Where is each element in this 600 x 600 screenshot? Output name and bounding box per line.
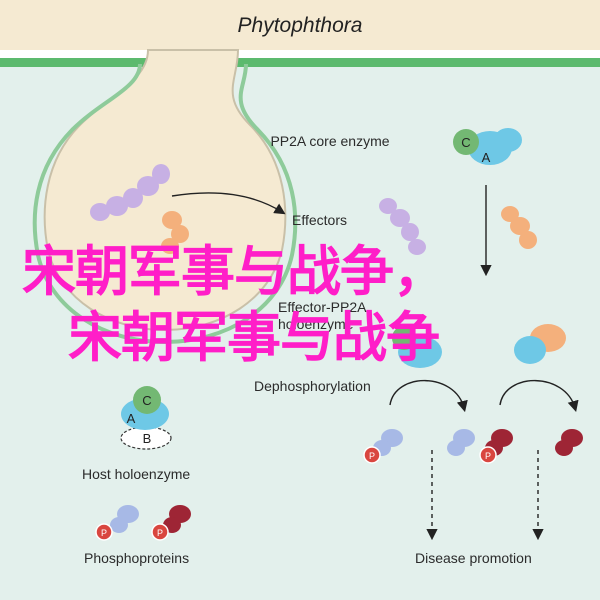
- phospho-p-label-1: P: [369, 451, 375, 461]
- disease-promotion-label: Disease promotion: [415, 550, 532, 566]
- effector-purple-in-haustorium: [90, 164, 170, 221]
- phosphoprotein-red-right: [555, 429, 583, 456]
- extrahaustorial-membrane: [32, 63, 298, 345]
- phosphoprotein-blue-right: [447, 429, 475, 456]
- dephosphorylation-arrow-left: [389, 379, 468, 413]
- overlay-text-line1: 宋朝军事与战争，: [22, 240, 447, 303]
- host-membrane-right: [236, 58, 600, 67]
- phosphoprotein-blue-left: [363, 429, 403, 464]
- effectors-label: Effectors: [292, 212, 347, 228]
- phosphoprotein-legend-red: [151, 505, 191, 541]
- phosphoproteins-label: Phosphoproteins: [84, 550, 190, 566]
- phospho-p-label-3: P: [101, 528, 107, 538]
- effector-orange-in-haustorium: [161, 211, 189, 254]
- host-holoenzyme-label: Host holoenzyme: [82, 466, 191, 482]
- phospho-p-label-2: P: [485, 451, 491, 461]
- host-holo-c-label: C: [142, 393, 151, 408]
- phosphoprotein-red-left: [479, 429, 513, 464]
- overlay-text-line2: 宋朝军事与战争: [68, 306, 440, 369]
- diagram-title: Phytophthora: [237, 14, 363, 37]
- phosphoprotein-legend-blue: [95, 505, 139, 541]
- host-holo-a-label: A: [127, 411, 136, 426]
- effector-orange-host: [501, 206, 537, 249]
- dephosphorylation-label: Dephosphorylation: [254, 378, 371, 394]
- pp2a-core-enzyme-graphic: [453, 128, 522, 165]
- host-holo-b-label: B: [143, 431, 152, 446]
- effector-pp2a-holoenzyme-graphic: [392, 324, 566, 368]
- pp2a-core-a-label: A: [482, 150, 491, 165]
- dephosphorylation-arrow-right: [499, 379, 579, 413]
- phospho-p-label-4: P: [157, 528, 163, 538]
- host-holoenzyme-graphic: [120, 386, 172, 450]
- secretion-arrow: [171, 192, 286, 215]
- effector-purple-host: [379, 198, 426, 255]
- effector-pp2a-label: Effector-PP2A holoenzyme: [278, 299, 366, 332]
- host-membrane-left: [0, 58, 150, 67]
- pp2a-core-label: PP2A core enzyme: [270, 133, 390, 149]
- pathogen-body: [0, 0, 600, 50]
- pp2a-core-c-label: C: [461, 135, 470, 150]
